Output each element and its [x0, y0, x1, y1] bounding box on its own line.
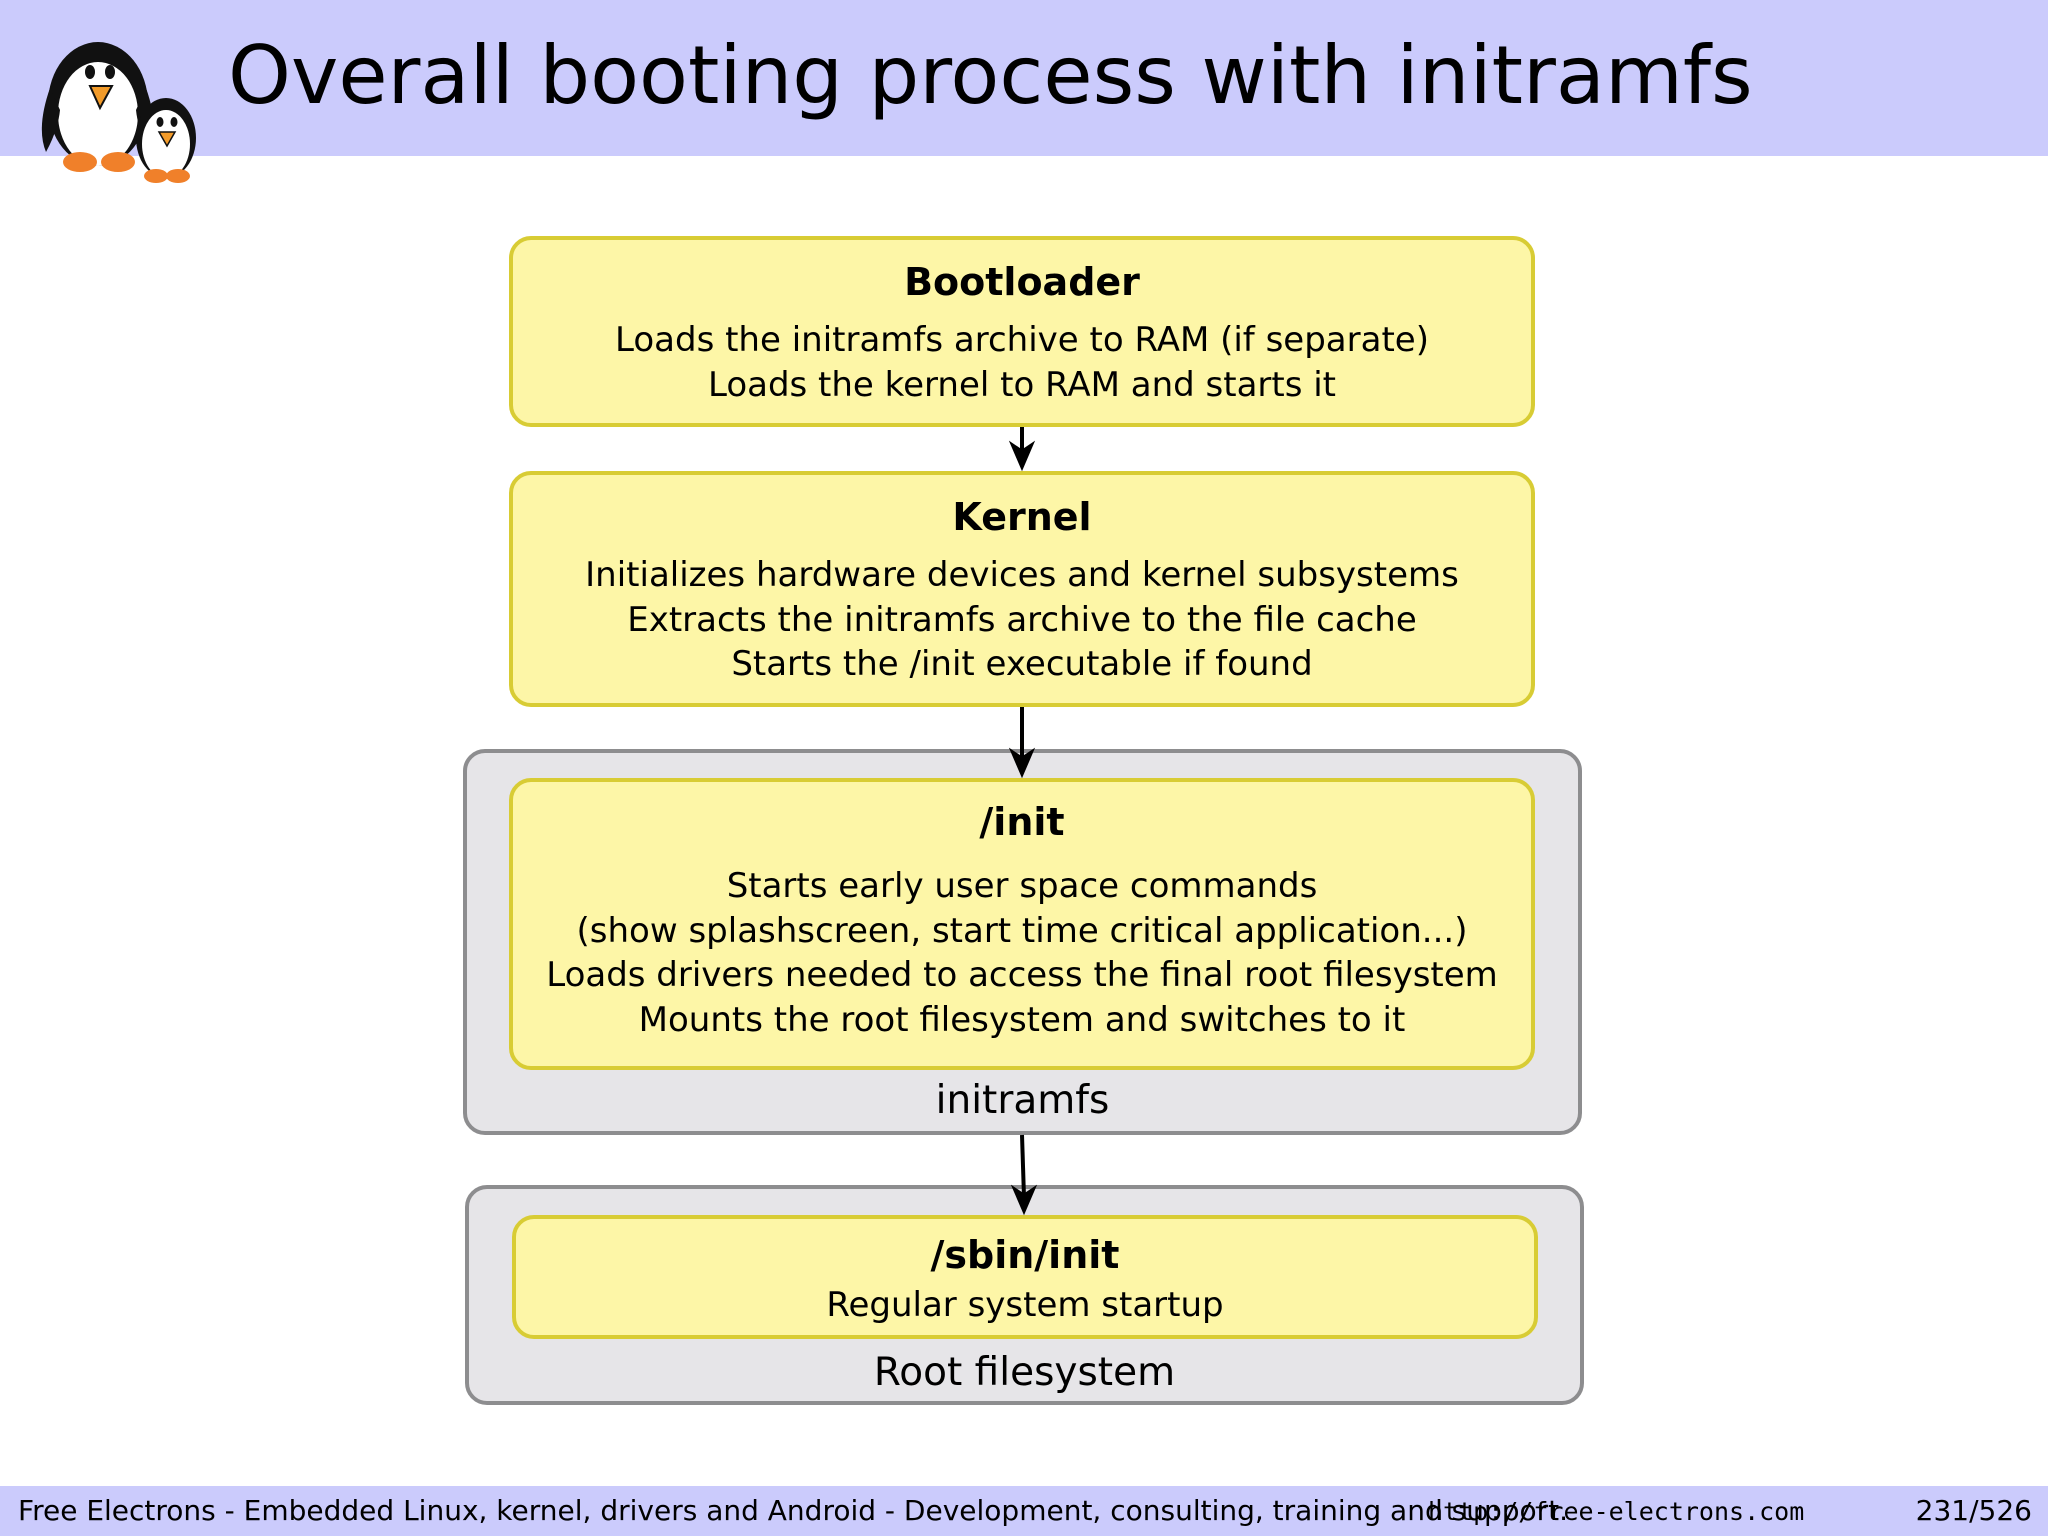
kernel-line-2: Extracts the initramfs archive to the fi…	[627, 599, 1417, 640]
kernel-line-3: Starts the /init executable if found	[731, 644, 1313, 684]
sbin-init-title: /sbin/init	[930, 1233, 1120, 1277]
footer-url-link[interactable]: http://free-electrons.com	[1428, 1497, 1805, 1526]
initramfs-label: initramfs	[935, 1078, 1110, 1123]
header-bar	[0, 0, 2048, 156]
init-line-1: Starts early user space commands	[726, 866, 1318, 906]
kernel-line-1: Initializes hardware devices and kernel …	[585, 555, 1459, 595]
init-title: /init	[979, 800, 1065, 844]
root-filesystem-label: Root filesystem	[873, 1350, 1176, 1395]
kernel-box: Kernel Initializes hardware devices and …	[509, 471, 1535, 707]
sbin-init-line-1: Regular system startup	[826, 1285, 1224, 1325]
bootloader-box: Bootloader Loads the initramfs archive t…	[509, 236, 1535, 427]
init-line-2: (show splashscreen, start time critical …	[576, 910, 1468, 951]
slide-title: Overall booting process with initramfs	[228, 29, 1753, 122]
bootloader-line-1: Loads the initramfs archive to RAM (if s…	[615, 320, 1429, 360]
bootloader-title: Bootloader	[904, 260, 1140, 304]
kernel-title: Kernel	[952, 495, 1092, 539]
bootloader-line-2: Loads the kernel to RAM and starts it	[707, 364, 1337, 405]
init-line-4: Mounts the root filesystem and switches …	[638, 999, 1406, 1040]
page-number: 231/526	[1915, 1494, 2032, 1527]
penguins-logo-icon	[41, 42, 196, 183]
init-line-3: Loads drivers needed to access the final…	[546, 955, 1498, 995]
sbin-init-box: /sbin/init Regular system startup	[512, 1215, 1538, 1339]
footer-text: Free Electrons - Embedded Linux, kernel,…	[18, 1494, 1569, 1527]
init-box: /init Starts early user space commands (…	[509, 778, 1535, 1070]
arrow-bootloader-to-kernel	[1008, 427, 1036, 472]
footer-bar: Free Electrons - Embedded Linux, kernel,…	[0, 1486, 2048, 1536]
